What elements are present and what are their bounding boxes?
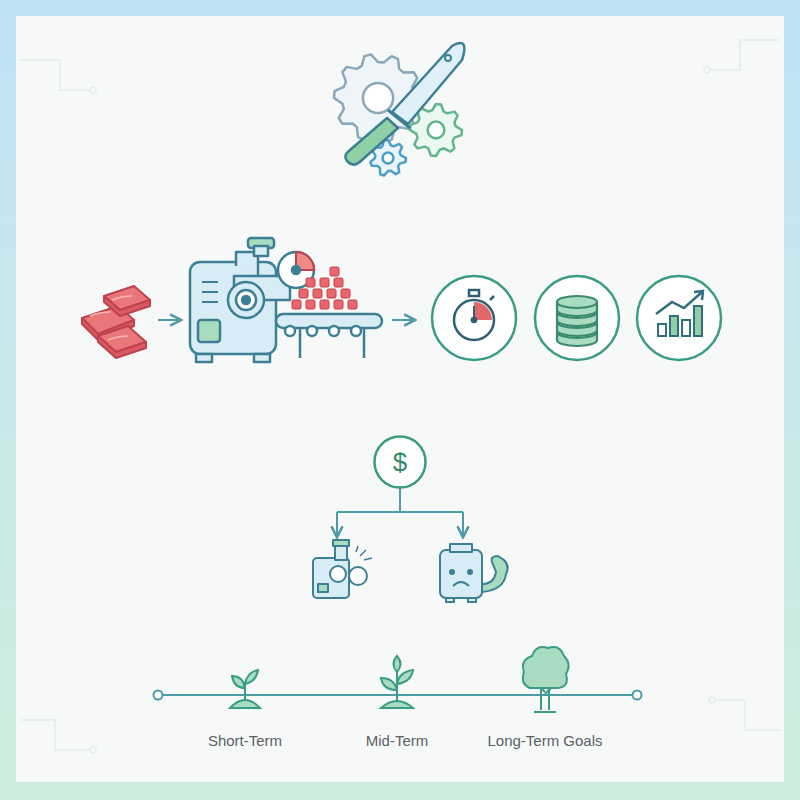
flow-arrow [158,319,180,321]
meat-cube [320,278,329,287]
meat-cube [292,300,301,309]
tree-icon [523,647,569,712]
meat-cube [348,300,357,309]
meat-slices [82,286,150,358]
currency-symbol: $ [373,435,427,489]
growth-chart-icon [656,291,703,336]
timeline-label: Long-Term Goals [487,732,602,749]
split-connector [337,486,463,536]
meat-cube [299,289,308,298]
knife-icon [345,43,464,165]
meat-cube [306,300,315,309]
meat-cube [334,300,343,309]
meat-cubes [292,267,357,309]
flow-arrow [392,319,414,321]
circuit-decoration [20,40,780,753]
meat-cube [330,267,339,276]
timeline-label: Mid-Term [366,732,429,749]
currency-circle: $ [373,435,427,489]
struggling-machine-icon [440,544,508,602]
grinder-machine [190,238,382,362]
timeline-label: Short-Term [208,732,282,749]
small-grinder-icon [313,540,372,598]
meat-cube [306,278,315,287]
coin-stack-icon [557,296,597,346]
meat-cube [313,289,322,298]
meat-cube [327,289,336,298]
sprout-icon [230,670,260,708]
young-plant-icon [381,656,413,708]
meat-cube [320,300,329,309]
panel [16,16,784,782]
benefit-circles [432,276,721,360]
stopwatch-icon [454,290,494,340]
meat-cube [334,278,343,287]
meat-cube [341,289,350,298]
